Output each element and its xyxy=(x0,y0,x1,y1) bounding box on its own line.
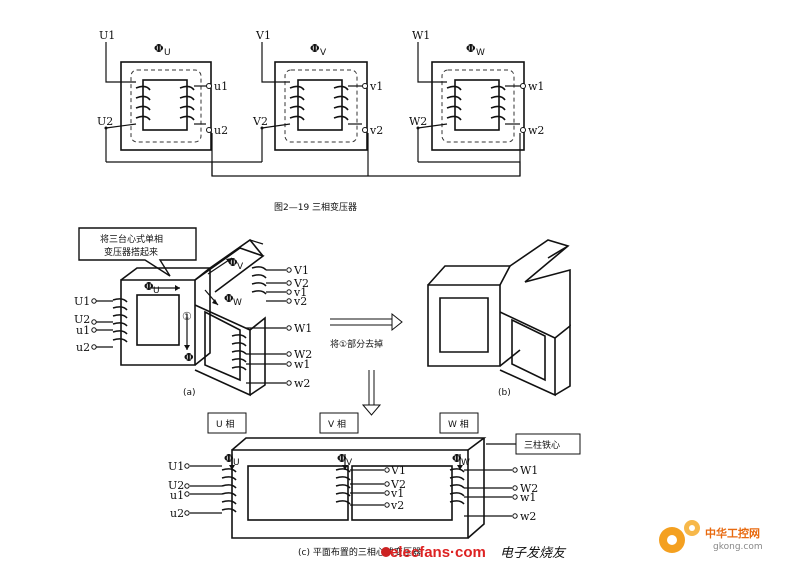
fig-2-19: U1 U2 u1 u2 Φ U V1 V2 v1 v2 Φ xyxy=(97,29,544,213)
svg-text:Φ: Φ xyxy=(452,452,462,465)
svg-text:V: V xyxy=(320,48,327,58)
svg-text:Φ: Φ xyxy=(184,351,194,364)
svg-text:W2: W2 xyxy=(520,482,538,495)
neutral-bus xyxy=(106,133,521,177)
remove-part-arrow: 将①部分去掉 xyxy=(330,312,403,350)
svg-text:V1: V1 xyxy=(255,29,271,42)
svg-text:w1: w1 xyxy=(528,80,544,93)
svg-text:U1: U1 xyxy=(168,460,184,473)
svg-text:W2: W2 xyxy=(294,348,312,361)
svg-text:v2: v2 xyxy=(369,124,383,137)
svg-text:U1: U1 xyxy=(74,295,90,308)
fig-b: (b) xyxy=(427,239,571,398)
transformer-v: V1 V2 v1 v2 Φ V xyxy=(252,29,383,162)
fig-b-label: (b) xyxy=(498,388,511,398)
svg-text:电子发烧友: 电子发烧友 xyxy=(500,546,567,561)
fig-c-right-terminals: W1 W2 w1 w2 xyxy=(464,464,538,523)
svg-text:V 相: V 相 xyxy=(328,418,346,430)
svg-text:W: W xyxy=(233,298,242,308)
svg-text:v2: v2 xyxy=(293,295,307,308)
svg-text:u1: u1 xyxy=(76,324,90,337)
svg-text:V1: V1 xyxy=(390,464,406,477)
svg-text:u1: u1 xyxy=(214,80,228,93)
svg-text:W: W xyxy=(461,458,470,468)
svg-text:Φ: Φ xyxy=(228,256,238,269)
svg-text:u2: u2 xyxy=(170,507,184,520)
svg-text:W1: W1 xyxy=(294,322,312,335)
svg-text:u1: u1 xyxy=(170,489,184,502)
svg-text:U 相: U 相 xyxy=(216,418,234,430)
svg-text:V2: V2 xyxy=(390,478,406,491)
svg-text:W2: W2 xyxy=(409,115,427,128)
fig-a-right-terminals: V1 V2 v1 v2 W1 W2 w1 w2 xyxy=(246,264,312,390)
svg-text:V1: V1 xyxy=(293,264,309,277)
svg-text:Φ: Φ xyxy=(224,452,234,465)
svg-text:U2: U2 xyxy=(74,313,90,326)
callout-line-2: 变压器搭起来 xyxy=(104,246,158,258)
fig-c-caption: (c) 平面布置的三相心式变压器 xyxy=(298,546,421,558)
svg-text:中华工控网: 中华工控网 xyxy=(705,526,760,540)
down-arrow xyxy=(361,370,382,416)
svg-text:v1: v1 xyxy=(369,80,383,93)
watermark-gkong: 中华工控网 gkong.com xyxy=(659,520,763,553)
svg-text:V2: V2 xyxy=(252,115,268,128)
svg-text:W1: W1 xyxy=(520,464,538,477)
svg-text:elecfans·com: elecfans·com xyxy=(390,544,486,561)
svg-text:V2: V2 xyxy=(293,277,309,290)
svg-text:Φ: Φ xyxy=(224,292,234,305)
svg-text:u2: u2 xyxy=(76,341,90,354)
svg-text:W1: W1 xyxy=(412,29,430,42)
svg-text:U1: U1 xyxy=(99,29,115,42)
svg-text:w1: w1 xyxy=(520,491,536,504)
svg-text:u2: u2 xyxy=(214,124,228,137)
transformer-w: W1 W2 w1 w2 Φ W xyxy=(409,29,544,162)
svg-text:①: ① xyxy=(182,310,192,323)
svg-text:W 相: W 相 xyxy=(448,418,469,430)
svg-text:Φ: Φ xyxy=(144,280,154,293)
svg-text:将①部分去掉: 将①部分去掉 xyxy=(330,338,383,350)
transformer-u: U1 U2 u1 u2 Φ U xyxy=(97,29,228,162)
svg-text:V: V xyxy=(346,458,353,468)
callout-line-1: 将三台心式单相 xyxy=(100,233,163,245)
fig-a-left-terminals: U1 U2 u1 u2 xyxy=(74,295,113,354)
fig-c-mid-terminals: V1 V2 v1 v2 xyxy=(350,464,406,512)
svg-text:w2: w2 xyxy=(520,510,536,523)
watermark-elecfans: elecfans·com 电子发烧友 xyxy=(381,544,567,561)
svg-text:Φ: Φ xyxy=(154,42,164,55)
svg-text:Φ: Φ xyxy=(337,452,347,465)
svg-text:Φ: Φ xyxy=(466,42,476,55)
svg-text:W: W xyxy=(476,48,485,58)
svg-text:v2: v2 xyxy=(390,499,404,512)
svg-text:w1: w1 xyxy=(294,358,310,371)
fig-a: 将三台心式单相 变压器搭起来 Φ U Φ V Φ W xyxy=(74,227,312,398)
svg-text:U2: U2 xyxy=(168,479,184,492)
svg-text:v1: v1 xyxy=(293,286,307,299)
core-label: 三柱铁心 xyxy=(524,439,560,451)
fig-a-label: (a) xyxy=(183,388,196,398)
svg-text:U: U xyxy=(153,286,160,296)
fig-c: U 相 V 相 W 相 三柱铁心 Φ U Φ V Φ W xyxy=(168,412,581,558)
svg-text:w2: w2 xyxy=(294,377,310,390)
svg-text:gkong.com: gkong.com xyxy=(713,542,763,552)
svg-text:Φ: Φ xyxy=(310,42,320,55)
svg-text:U: U xyxy=(233,458,240,468)
fig-c-left-terminals: U1 U2 u1 u2 xyxy=(168,460,222,520)
svg-text:U: U xyxy=(164,48,171,58)
fig-2-19-caption: 图2—19 三相变压器 xyxy=(274,201,357,213)
svg-text:w2: w2 xyxy=(528,124,544,137)
svg-text:U2: U2 xyxy=(97,115,113,128)
svg-text:v1: v1 xyxy=(390,487,404,500)
svg-text:V: V xyxy=(237,262,244,272)
